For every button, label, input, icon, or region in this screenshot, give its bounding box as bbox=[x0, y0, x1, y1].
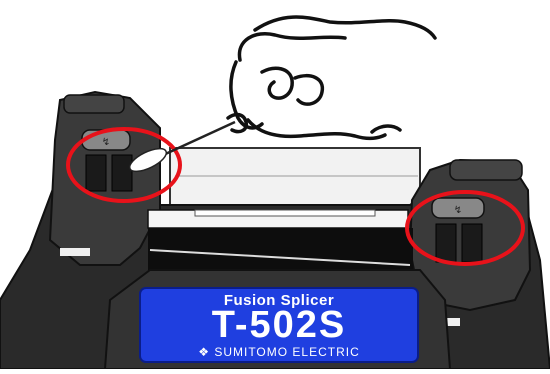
model-label: Fusion Splicer T-502S ❖ SUMITOMO ELECTRI… bbox=[148, 292, 410, 360]
left-fiber-guide bbox=[60, 248, 90, 256]
fiber-clamp-icon: ↯ bbox=[454, 205, 462, 216]
finger-curl-2 bbox=[295, 76, 322, 104]
right-clamp-pad-1 bbox=[436, 224, 456, 262]
windscreen-interior bbox=[170, 148, 420, 208]
label-manufacturer: ❖ SUMITOMO ELECTRIC bbox=[148, 345, 410, 359]
wrist-tail-stroke bbox=[372, 126, 400, 132]
right-lid-top bbox=[450, 160, 522, 180]
left-clamp-pad-2 bbox=[112, 155, 132, 191]
finger-curl-1 bbox=[262, 68, 292, 98]
hand-back-stroke bbox=[239, 34, 345, 60]
left-lid-top bbox=[64, 95, 124, 113]
label-model-number: T-502S bbox=[148, 304, 410, 347]
electrode-bar bbox=[195, 210, 375, 216]
label-manufacturer-text: SUMITOMO ELECTRIC bbox=[214, 345, 359, 359]
sumitomo-logo-icon: ❖ bbox=[198, 345, 214, 359]
hand-bottom-stroke bbox=[248, 120, 385, 139]
left-clamp-pad-1 bbox=[86, 155, 106, 191]
hand-sketch bbox=[228, 17, 435, 139]
thumb-outline bbox=[231, 62, 262, 128]
right-clamp-pad-2 bbox=[462, 224, 482, 262]
fiber-clamp-icon: ↯ bbox=[102, 137, 110, 148]
